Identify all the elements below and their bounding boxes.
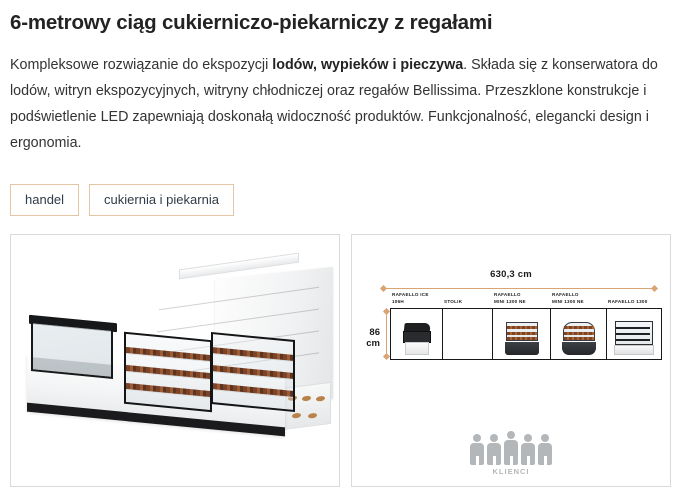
page-title: 6-metrowy ciąg cukierniczo-piekarniczy z… [10,11,493,34]
tall-display-case-icon [614,320,654,355]
display-case-rounded-icon [561,321,596,355]
product-photo-illustration [11,235,339,486]
ice-cabinet-icon [402,321,432,355]
technical-drawing-panel[interactable]: 630,3 cm 86 cm RAFAELLO ICE 106H [351,233,671,487]
display-case-icon [504,321,539,355]
unit-cell-rafaello-mini-1300-ne-a[interactable]: RAFAELLO MINI 1300 NE [493,292,551,359]
person-icon [487,433,502,465]
media-panels: 630,3 cm 86 cm RAFAELLO ICE 106H [10,233,672,487]
description-text-rest: . Składa się z konserwatora do lodów, wi… [10,56,658,151]
unit-label: RAFAELLO 1300 [608,299,648,305]
page-description: Kompleksowe rozwiązanie do ekspozycji lo… [10,52,670,156]
height-label: 86 cm [366,326,380,349]
tag-cukiernia-i-piekarnia[interactable]: cukiernia i piekarnia [89,183,234,216]
description-highlight: lodów, wypieków i pieczywa [272,56,464,73]
unit-label: RAFAELLO MINI 1300 NE [552,292,584,305]
unit-label: RAFAELLO MINI 1300 NE [494,292,526,305]
unit-label: RAFAELLO ICE 106H [392,292,429,305]
description-text-lead: Kompleksowe rozwiązanie do ekspozycji [10,56,273,73]
unit-cell-rafaello-ice-106h[interactable]: RAFAELLO ICE 106H [391,292,443,359]
width-dimension-arrow [380,285,658,292]
unit-cell-rafaello-1300[interactable]: RAFAELLO 1300 [607,299,661,359]
clients-label: KLIENCI [492,466,530,476]
person-icon [521,433,536,465]
unit-cell-stolik[interactable]: STOLIK [443,299,493,359]
tag-list: handel cukiernia i piekarnia [10,183,672,216]
person-icon [504,430,519,465]
person-icon [538,433,553,465]
total-width-label: 630,3 cm [490,268,532,280]
height-dimension-arrow [383,308,390,360]
unit-schematic-row: RAFAELLO ICE 106H STOLIK RAFAELLO MINI 1… [390,292,662,360]
product-photo-panel[interactable] [10,233,340,487]
ice-cream-cabinet [31,320,113,379]
unit-cell-rafaello-mini-1300-ne-b[interactable]: RAFAELLO MINI 1300 NE [551,292,607,359]
pastry-display-case [211,331,295,412]
pastry-display-case [124,331,212,413]
tag-handel[interactable]: handel [10,183,80,216]
clients-indicator: KLIENCI [352,430,670,476]
person-icon [470,433,485,465]
people-icon-group [470,430,553,465]
unit-label: STOLIK [444,299,463,305]
